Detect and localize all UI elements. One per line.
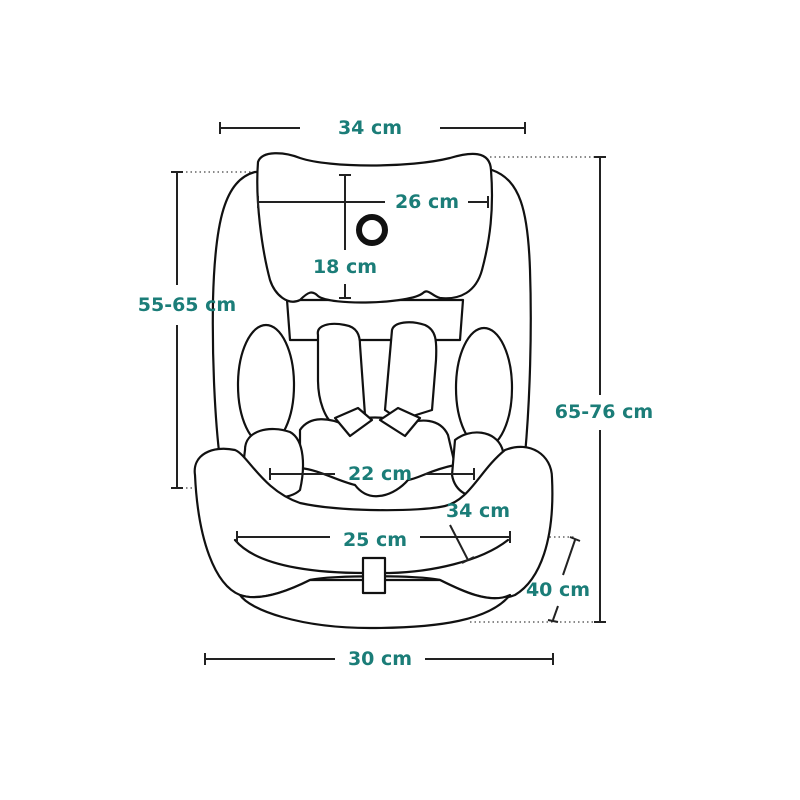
crotch-strap — [361, 556, 387, 595]
base-depth-label: 40 cm — [526, 579, 590, 601]
right-side-pad — [454, 326, 514, 450]
seat-back-inner — [285, 298, 465, 342]
left-side-pad — [236, 323, 296, 447]
base-width-label: 30 cm — [348, 648, 412, 670]
headrest-adjust-knob-icon — [356, 214, 388, 246]
seat-base-bottom — [238, 578, 512, 630]
top-width-label: 34 cm — [338, 117, 402, 139]
headrest-width-label: 26 cm — [395, 191, 459, 213]
backrest-height-label: 55-65 cm — [138, 294, 236, 316]
total-height-label: 65-76 cm — [555, 401, 653, 423]
guide-lines — [177, 156, 600, 623]
left-shoulder-strap — [316, 322, 367, 427]
dimension-lines — [171, 122, 606, 665]
buckle-right — [378, 406, 422, 438]
right-shoulder-strap — [383, 321, 438, 422]
seat-width-label: 25 cm — [343, 529, 407, 551]
seat-depth-label: 34 cm — [446, 500, 510, 522]
headrest-height-label: 18 cm — [313, 256, 377, 278]
buckle-left — [333, 406, 374, 438]
shoulder-width-label: 22 cm — [348, 463, 412, 485]
